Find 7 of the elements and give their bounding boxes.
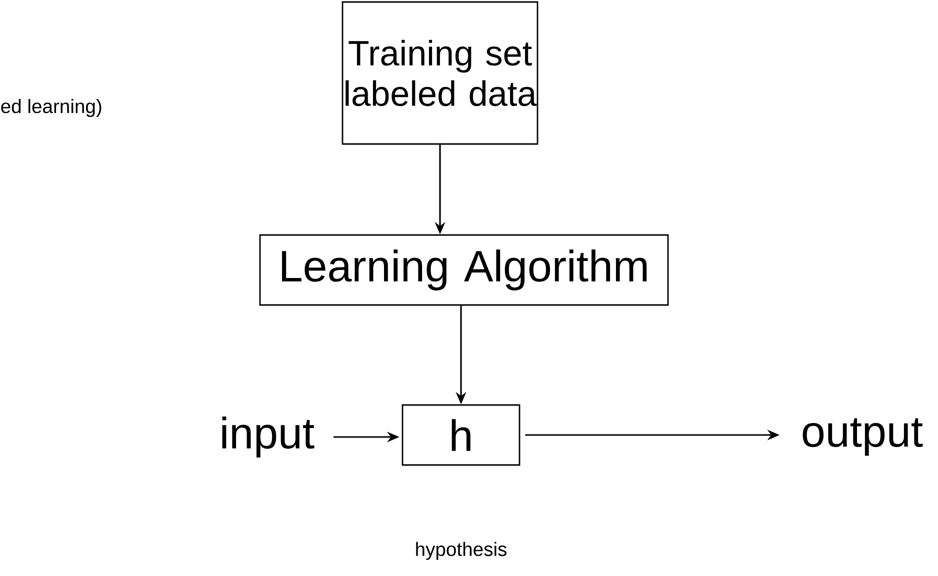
note: ed learning) bbox=[1, 98, 102, 117]
process-box: Training set labeled data bbox=[342, 1, 538, 145]
process-box: Learning Algorithm bbox=[259, 234, 669, 306]
process-box: h bbox=[402, 404, 520, 466]
node-label: hypothesis bbox=[416, 542, 506, 560]
text-label: output bbox=[802, 418, 923, 456]
text-label: input bbox=[222, 416, 314, 458]
